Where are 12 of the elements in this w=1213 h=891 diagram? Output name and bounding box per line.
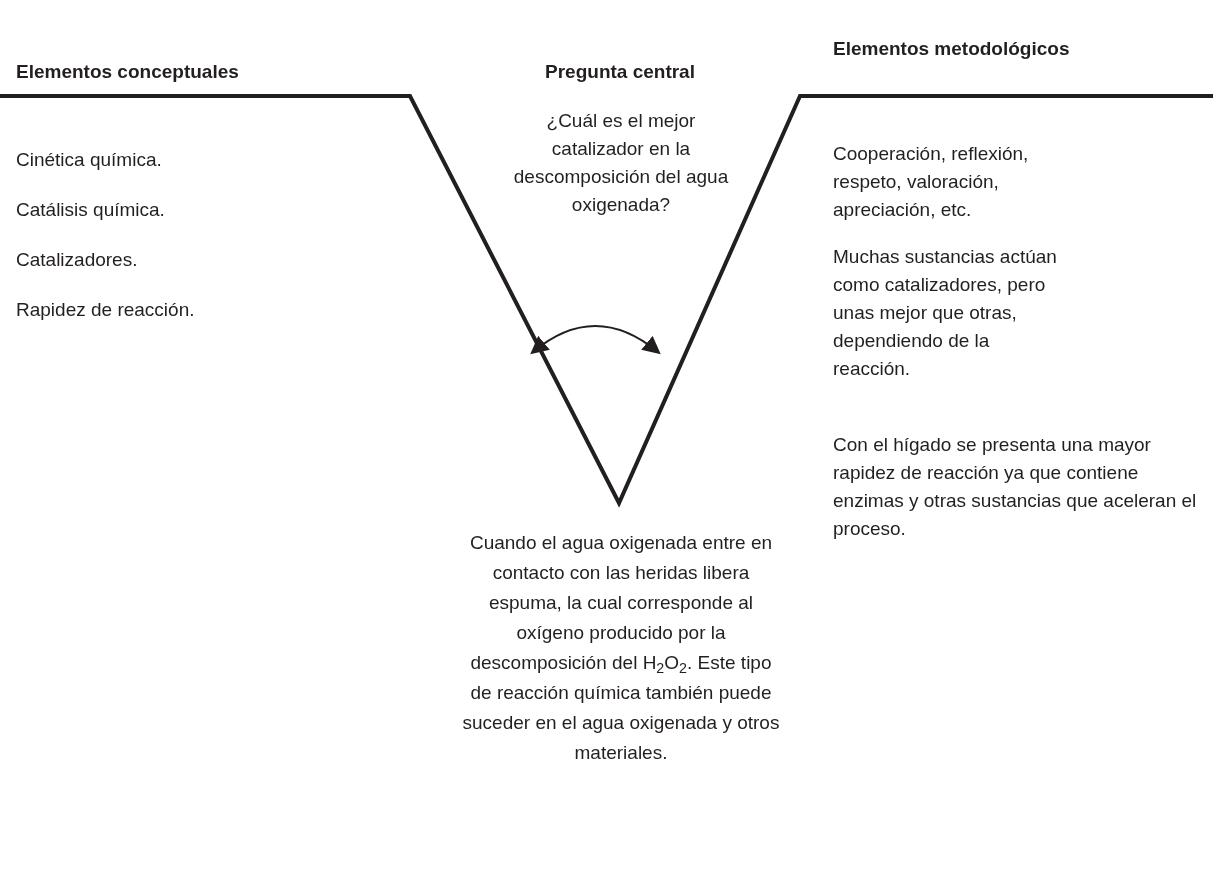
central-question: ¿Cuál es el mejor catalizador en la descomposición del agua oxigenada? <box>512 109 730 217</box>
method-paragraph: Cooperación, reflexión, respeto, valoración, apreciación, etc. <box>833 142 1030 222</box>
concept-item: Rapidez de reacción. <box>16 298 196 322</box>
method-paragraph: Muchas sustancias actúan como catalizadores, pero unas mejor que otras, dependiendo de la reacción. <box>833 245 1058 381</box>
column-heading: Elementos conceptuales <box>16 60 240 84</box>
column-heading: Elementos metodológicos <box>833 37 1071 61</box>
concept-item: Catálisis química. <box>16 198 166 222</box>
concept-item: Catalizadores. <box>16 248 139 272</box>
event-description: Cuando el agua oxigenada entre en contacto con las heridas libera espuma, la cual corresponde al oxígeno producido por la descomposición del H$_{2}$O$_{2}$. Este tipo de reacción química también puede suceder en el agua oxigenada y otros materiales. <box>462 531 780 765</box>
method-paragraph: Con el hígado se presenta una mayor rapidez de reacción ya que contiene enzimas y otras sustancias que aceleran el proceso. <box>833 433 1198 541</box>
concept-item: Cinética química. <box>16 148 163 172</box>
column-heading: Pregunta central <box>544 60 696 84</box>
